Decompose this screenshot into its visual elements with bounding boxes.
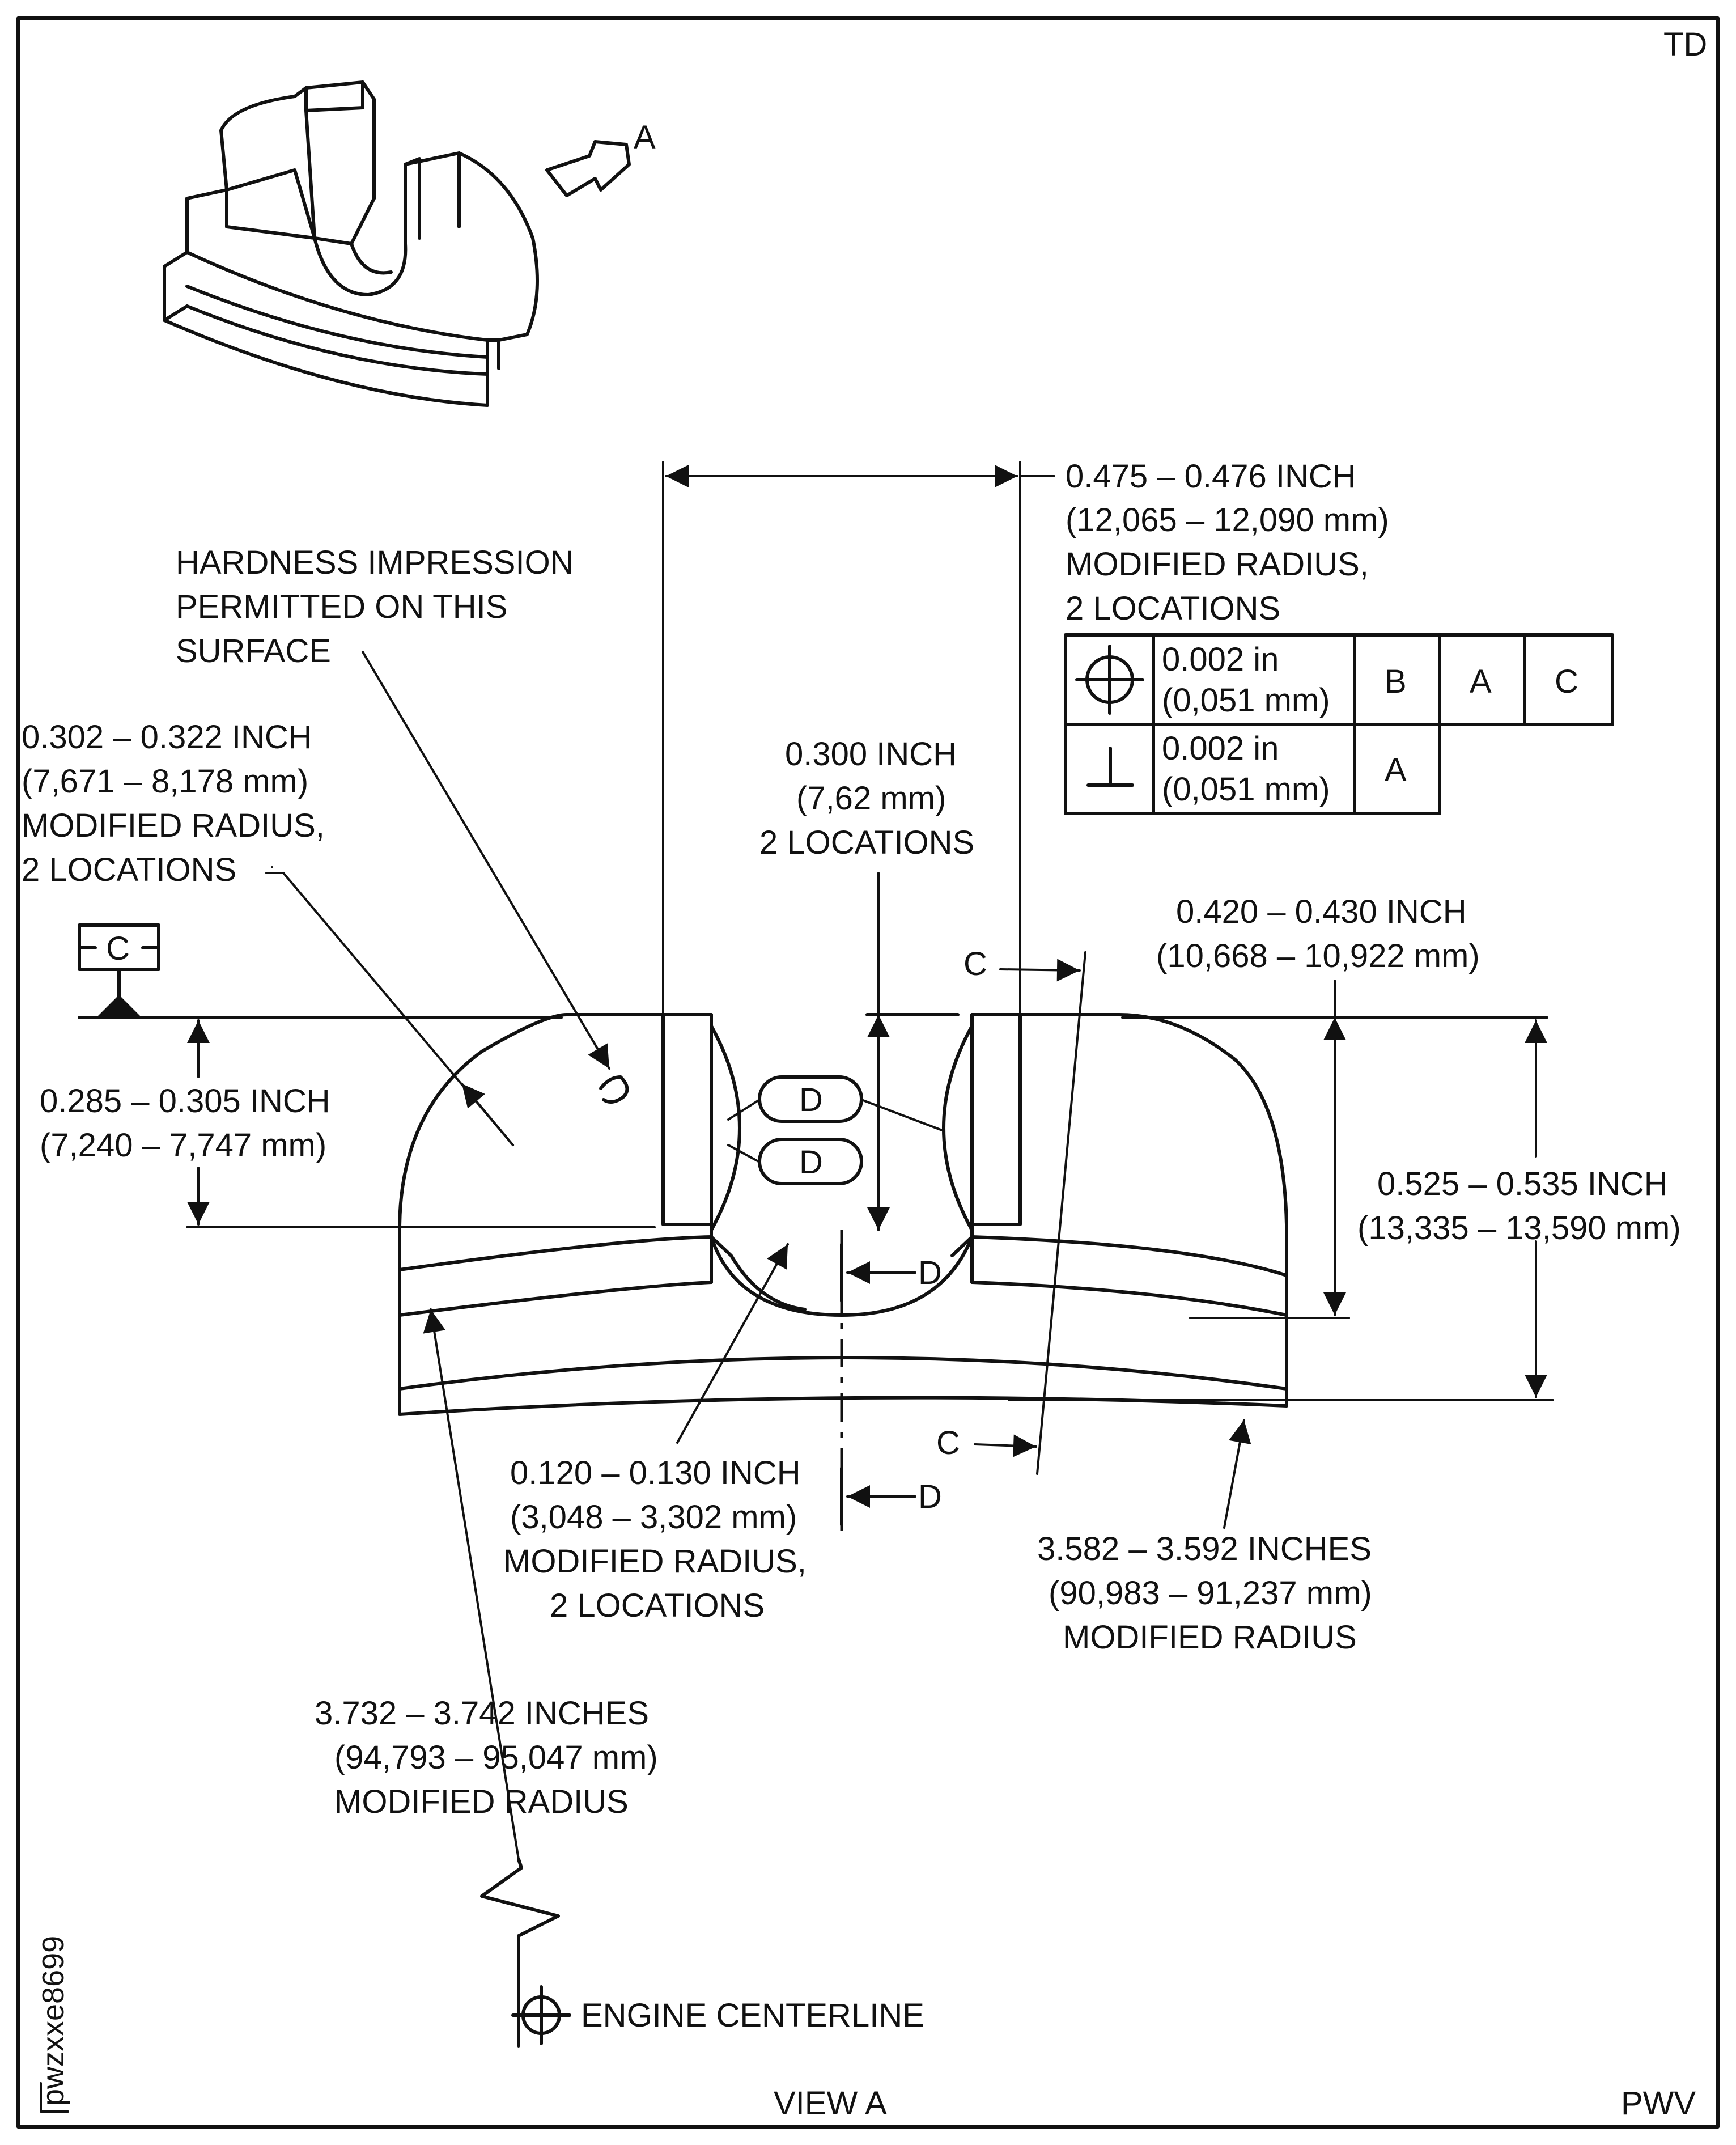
left-radius-line3: MODIFIED RADIUS,: [22, 807, 325, 844]
detail-d2-label: D: [799, 1144, 823, 1181]
fcf-row2-datum-a: A: [1385, 752, 1407, 789]
overall-height-line1: 0.525 – 0.535 INCH: [1377, 1165, 1668, 1202]
left-height-line2: (7,240 – 7,747 mm): [40, 1127, 326, 1164]
corner-label-pwv: PWV: [1621, 2085, 1696, 2122]
overall-height-line2: (13,335 – 13,590 mm): [1357, 1210, 1681, 1247]
fcf-row1-tol-2: (0,051 mm): [1162, 682, 1330, 719]
fcf-row1-datum-c: C: [1555, 663, 1578, 700]
outer-radius-line1: 3.732 – 3.742 INCHES: [315, 1695, 649, 1732]
small-radius-line3: MODIFIED RADIUS,: [503, 1543, 807, 1580]
note-inner-radius: 3.582 – 3.592 INCHES (90,983 – 91,237 mm…: [1037, 1419, 1372, 1656]
fcf-row1-datum-a: A: [1470, 663, 1492, 700]
slot-width-line1: 0.475 – 0.476 INCH: [1066, 458, 1356, 495]
section-c-top-label: C: [963, 946, 987, 982]
section-d-bottom-label: D: [918, 1478, 942, 1515]
small-radius-line2: (3,048 – 3,302 mm): [510, 1499, 797, 1536]
note-small-radius: 0.120 – 0.130 INCH (3,048 – 3,302 mm) MO…: [503, 1243, 807, 1624]
inner-radius-line3: MODIFIED RADIUS: [1063, 1619, 1357, 1656]
engine-centerline-symbol: ENGINE CENTERLINE: [511, 1985, 924, 2045]
datum-c-symbol: C: [78, 923, 563, 1019]
fcf-row2-tol-2: (0,051 mm): [1162, 771, 1330, 808]
view-arrow-a: A: [545, 119, 656, 197]
detail-d1-label: D: [799, 1082, 823, 1118]
note-left-radius: 0.302 – 0.322 INCH (7,671 – 8,178 mm) MO…: [22, 719, 514, 1146]
slot-width-line4: 2 LOCATIONS: [1066, 590, 1280, 627]
section-c-bottom-label: C: [936, 1425, 960, 1461]
small-radius-line1: 0.120 – 0.130 INCH: [510, 1455, 801, 1491]
hardness-line2: PERMITTED ON THIS: [176, 588, 507, 625]
view-title: VIEW A: [774, 2085, 887, 2122]
iso-part-view: [163, 80, 539, 407]
left-radius-line4: 2 LOCATIONS: [22, 851, 236, 888]
dim-left-height: 0.285 – 0.305 INCH (7,240 – 7,747 mm): [40, 1019, 656, 1228]
perpendicularity-icon: [1086, 747, 1134, 787]
small-radius-line4: 2 LOCATIONS: [550, 1587, 765, 1624]
center-dim-line3: 2 LOCATIONS: [759, 824, 974, 861]
section-d-markers: D D: [840, 1243, 942, 1527]
view-arrow-label: A: [634, 119, 656, 156]
datum-c-label: C: [106, 930, 130, 967]
outer-radius-line2: (94,793 – 95,047 mm): [334, 1739, 658, 1776]
outer-radius-line3: MODIFIED RADIUS: [334, 1783, 629, 1820]
hardness-line3: SURFACE: [176, 633, 331, 669]
fcf-row1-datum-b: B: [1385, 663, 1407, 700]
left-radius-line1: 0.302 – 0.322 INCH: [22, 719, 312, 756]
drawing-border: [16, 16, 1720, 2129]
center-dim-line2: (7,62 mm): [796, 780, 946, 817]
inner-radius-line2: (90,983 – 91,237 mm): [1049, 1575, 1372, 1612]
note-hardness: HARDNESS IMPRESSION PERMITTED ON THIS SU…: [176, 544, 610, 1070]
center-dim-line1: 0.300 INCH: [785, 736, 957, 773]
dim-overall-height: 0.525 – 0.535 INCH (13,335 – 13,590 mm): [1008, 1019, 1681, 1401]
feature-control-frame: 0.002 in (0,051 mm) B A C 0.002 in (0,05…: [1064, 633, 1614, 815]
detail-d-callouts: D D: [727, 1075, 945, 1185]
left-height-line1: 0.285 – 0.305 INCH: [40, 1083, 330, 1120]
figure-id: pwzxxe8699: [36, 1936, 70, 2106]
dim-slot-width: 0.475 – 0.476 INCH (12,065 – 12,090 mm) …: [662, 458, 1389, 1016]
inner-radius-line1: 3.582 – 3.592 INCHES: [1037, 1531, 1372, 1567]
left-radius-line2: (7,671 – 8,178 mm): [22, 763, 308, 800]
right-height-line2: (10,668 – 10,922 mm): [1156, 938, 1480, 974]
dim-right-height: 0.420 – 0.430 INCH (10,668 – 10,922 mm): [1121, 893, 1548, 1319]
section-c-markers: C C: [936, 946, 1086, 1475]
slot-width-line2: (12,065 – 12,090 mm): [1066, 502, 1389, 539]
figure-id-bracket: [40, 2082, 69, 2113]
corner-label-td: TD: [1663, 26, 1707, 63]
section-d-top-label: D: [918, 1254, 942, 1291]
note-outer-radius: 3.732 – 3.742 INCHES (94,793 – 95,047 mm…: [315, 1308, 658, 2048]
engine-centerline-label: ENGINE CENTERLINE: [581, 1997, 924, 2034]
fcf-row1-tol-1: 0.002 in: [1162, 641, 1279, 678]
position-icon: [1075, 645, 1144, 715]
right-height-line1: 0.420 – 0.430 INCH: [1176, 893, 1467, 930]
slot-width-line3: MODIFIED RADIUS,: [1066, 546, 1369, 583]
hardness-line1: HARDNESS IMPRESSION: [176, 544, 574, 581]
dim-center-height: 0.300 INCH (7,62 mm) 2 LOCATIONS: [759, 736, 974, 1231]
fcf-row2-tol-1: 0.002 in: [1162, 730, 1279, 767]
